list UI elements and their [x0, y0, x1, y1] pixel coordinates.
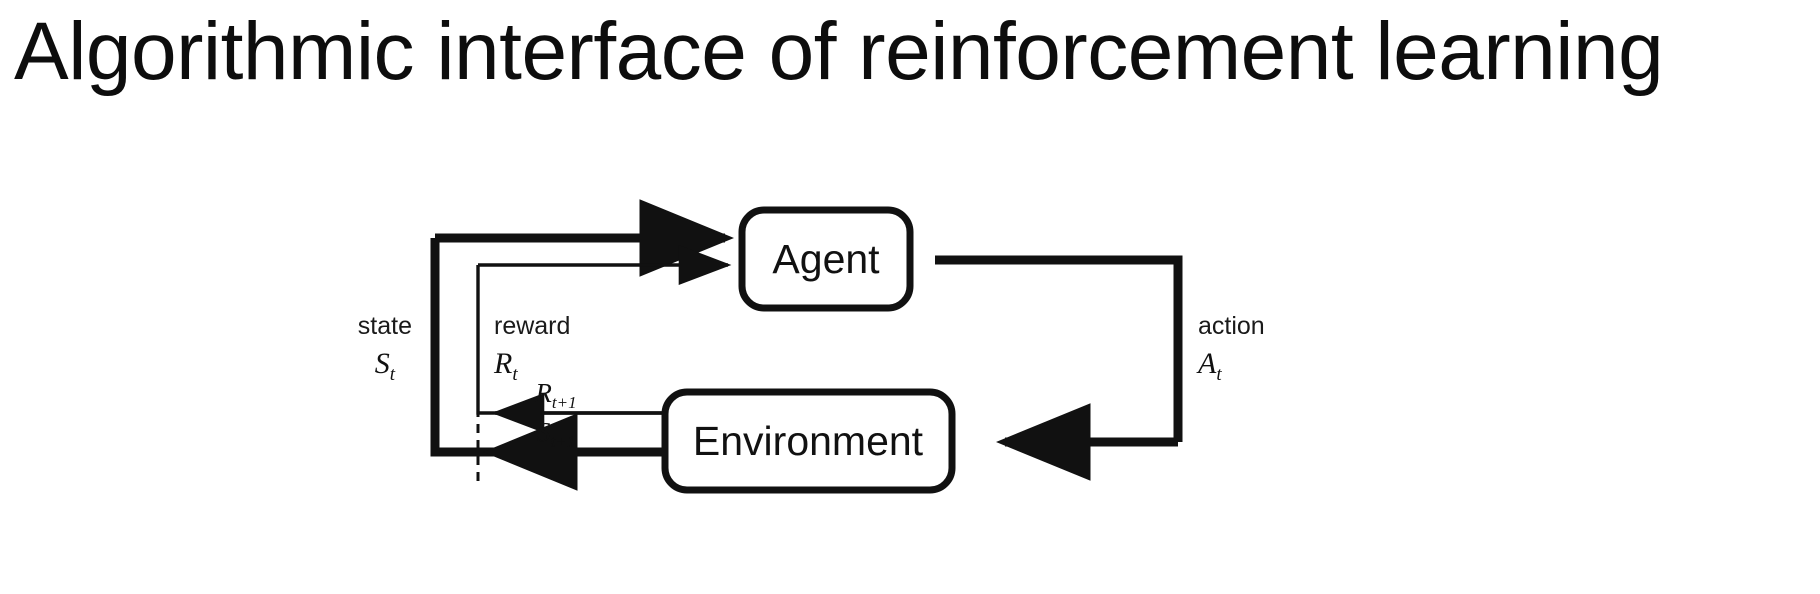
reward-subscript-glyph: t	[512, 364, 518, 385]
next-state-symbol-glyph: S	[537, 417, 551, 447]
next-reward-subscript-glyph: t+1	[552, 393, 577, 412]
next-state-symbol-label: St+1	[537, 417, 575, 451]
node-agent[interactable]: Agent	[738, 206, 914, 312]
state-subscript-glyph: t	[390, 364, 396, 385]
edge-action-path	[935, 255, 1183, 481]
action-symbol-label: At	[1196, 347, 1222, 385]
state-symbol-label: St	[375, 347, 396, 385]
label-next-state: St+1	[537, 417, 575, 451]
node-environment[interactable]: Environment	[661, 388, 956, 494]
rl-loop-diagram: Agent Environment state St reward Rt	[0, 170, 1820, 590]
label-state: state St	[358, 312, 412, 385]
agent-environment-diagram-svg: Agent Environment state St reward Rt	[358, 199, 1265, 494]
next-reward-symbol-glyph: R	[534, 378, 552, 408]
label-next-reward: Rt+1	[534, 378, 576, 412]
page-title: Algorithmic interface of reinforcement l…	[14, 6, 1664, 97]
action-symbol-glyph: A	[1196, 347, 1217, 380]
next-state-subscript-glyph: t+1	[550, 432, 575, 451]
reward-symbol-label: Rt	[493, 347, 518, 385]
state-symbol-glyph: S	[375, 347, 390, 380]
label-action: action At	[1196, 312, 1265, 385]
agent-label: Agent	[772, 236, 880, 282]
action-subscript-glyph: t	[1216, 364, 1222, 385]
action-word-label: action	[1198, 312, 1265, 340]
state-word-label: state	[358, 312, 412, 340]
environment-box[interactable]	[661, 388, 956, 494]
reward-word-label: reward	[494, 312, 570, 340]
agent-box[interactable]	[738, 206, 914, 312]
next-reward-symbol-label: Rt+1	[534, 378, 576, 412]
environment-label: Environment	[693, 418, 924, 464]
label-reward: reward Rt	[493, 312, 570, 385]
reward-symbol-glyph: R	[493, 347, 512, 380]
